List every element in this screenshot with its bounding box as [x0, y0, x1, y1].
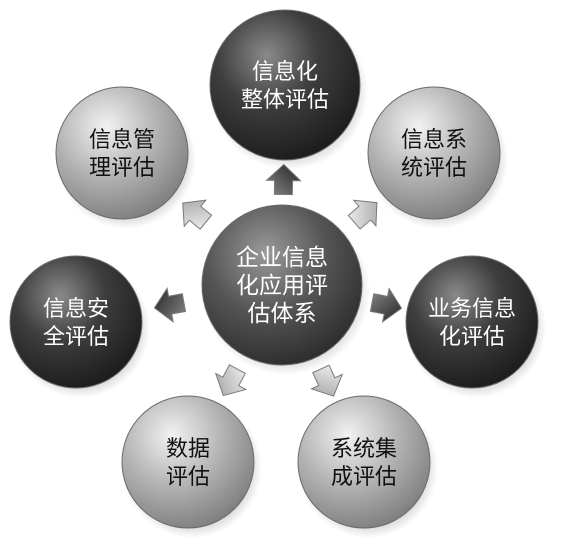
node-circle [55, 86, 189, 220]
node-label-line: 统评估 [401, 156, 467, 181]
node-circle [201, 204, 363, 366]
arrows-group [153, 163, 403, 397]
arrow-6 [153, 287, 187, 323]
node-label-line: 信息安 [43, 297, 109, 322]
node-circle [121, 395, 255, 529]
node-label-line: 全评估 [43, 325, 109, 350]
node-label-line: 系统集 [331, 437, 397, 462]
node-label-line: 成评估 [331, 465, 397, 490]
arrow-7 [182, 199, 213, 230]
arrow-1 [265, 163, 302, 196]
node-label-line: 化应用评 [236, 273, 328, 299]
node-label-line: 数据 [166, 437, 210, 462]
nodes-group: 信息化整体评估信息系统评估业务信息化评估系统集成评估数据评估信息安全评估信息管理… [9, 9, 546, 538]
node-circle [367, 86, 501, 220]
node-label-line: 信息化 [252, 60, 318, 85]
arrow-4 [310, 364, 344, 397]
node-circle [405, 255, 539, 389]
node-label-line: 估体系 [248, 301, 317, 327]
node-circle [9, 255, 143, 389]
arrow-3 [369, 287, 403, 324]
node-label-line: 整体评估 [241, 88, 329, 113]
node-circle [297, 395, 431, 529]
node-label-line: 信息系 [401, 128, 467, 153]
node-circle [209, 9, 361, 161]
node-label-line: 企业信息 [236, 245, 328, 271]
node-label-line: 业务信息 [428, 297, 516, 322]
node-label-line: 理评估 [89, 156, 155, 181]
node-label-line: 评估 [166, 465, 210, 490]
arrow-2 [347, 199, 378, 230]
node-label-line: 信息管 [89, 128, 155, 153]
node-label-line: 化评估 [439, 325, 505, 350]
arrow-5 [214, 364, 248, 397]
